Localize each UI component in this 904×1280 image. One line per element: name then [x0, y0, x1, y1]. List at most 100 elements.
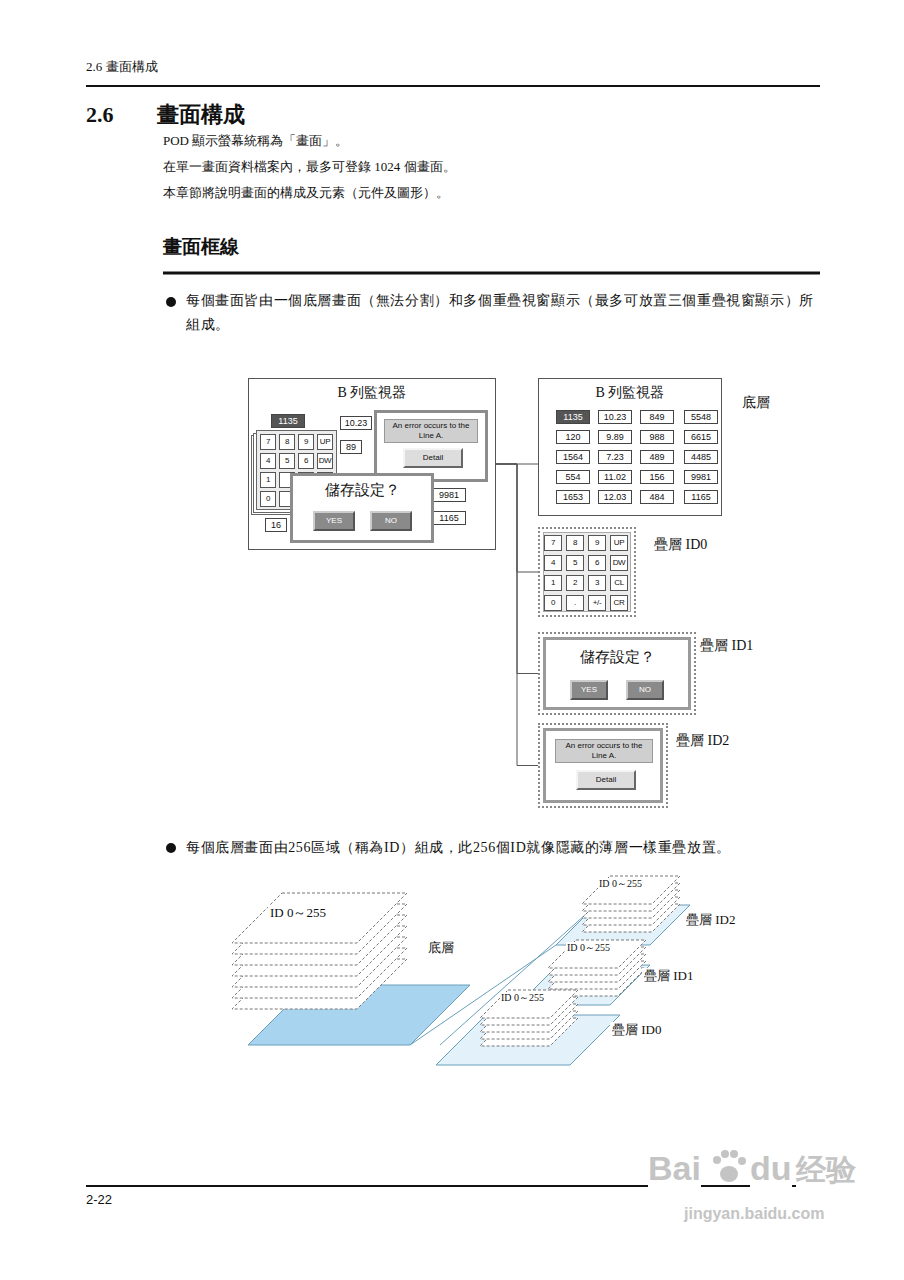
table-cell: 7.23 — [598, 450, 632, 464]
message-text: An error occurs to the Line A. — [384, 419, 478, 443]
error-overlay: An error occurs to the Line A.疊層 ID2Deta… — [538, 723, 668, 808]
layer-label: 疊層 ID1 — [700, 638, 753, 655]
table-cell: 5548 — [684, 410, 718, 424]
table-cell: 484 — [640, 490, 674, 504]
layer-label: 疊層 ID2 — [676, 733, 729, 750]
layer-range: ID 0～255 — [598, 878, 643, 890]
table-cell: 156 — [640, 470, 674, 484]
page-number: 2-22 — [86, 1192, 112, 1207]
yes-button: YES — [570, 680, 608, 700]
keypad-key: 5 — [566, 555, 584, 571]
dialog-overlay: 儲存設定？疊層 ID1YESNO — [538, 632, 696, 715]
bullet-text: 每個畫面皆由一個底層畫面（無法分割）和多個重疊視窗顯示（最多可放置三個重疊視窗顯… — [186, 289, 826, 337]
keypad-key: 9 — [588, 535, 606, 551]
save-dialog: 儲存設定？ YES NO — [290, 473, 434, 543]
page-title: 2.6 畫面構成 — [86, 102, 245, 128]
keypad-key: 5 — [279, 453, 295, 469]
table-cell: 6615 — [684, 430, 718, 444]
message-text: An error occurs to the Line A. — [555, 739, 653, 763]
box-title: 儲存設定？ — [293, 481, 431, 499]
button-label: YES — [315, 513, 353, 529]
keypad-key: 0 — [544, 595, 562, 611]
table-cell: 4485 — [684, 450, 718, 464]
keypad-key: 3 — [588, 575, 606, 591]
bullet — [166, 297, 176, 307]
layer-range: ID 0～255 — [268, 905, 328, 921]
overlay-planes — [436, 905, 690, 1065]
overlay-layer-stacks — [480, 876, 680, 1046]
keypad-key: UP — [317, 434, 333, 450]
layer-label: 疊層 ID1 — [642, 968, 695, 984]
error-window: An error occurs to the Line A. Detail — [374, 410, 488, 482]
table-cell: 1135 — [556, 410, 590, 424]
table-cell: 9.89 — [598, 430, 632, 444]
keypad-key: 9 — [298, 434, 314, 450]
keypad-key: 6 — [588, 555, 606, 571]
footer-rule — [86, 1185, 820, 1187]
table-cell: 9981 — [432, 488, 466, 502]
layer-label: 疊層 ID0 — [610, 1022, 663, 1038]
table-cell: 10.23 — [340, 416, 372, 430]
section-rule — [163, 272, 820, 275]
layer-range: ID 0～255 — [566, 942, 611, 954]
no-button: NO — [626, 680, 664, 700]
button-label: YES — [572, 682, 606, 698]
no-button: NO — [370, 511, 412, 531]
keypad-key: 1 — [260, 472, 276, 488]
keypad-key: 1 — [544, 575, 562, 591]
keypad-key: +/- — [588, 595, 606, 611]
watermark-paw — [713, 1150, 746, 1182]
button-label: NO — [372, 513, 410, 529]
keypad-key: UP — [610, 535, 628, 551]
table-cell: 1165 — [432, 511, 466, 525]
watermark: 经验 — [796, 1152, 856, 1188]
table-cell: 1165 — [684, 490, 718, 504]
table-cell: 9981 — [684, 470, 718, 484]
box-title: B 列監視器 — [539, 385, 721, 402]
watermark: jingyan.baidu.com — [684, 1204, 824, 1223]
yes-button: YES — [313, 511, 355, 531]
running-header: 2.6 畫面構成 — [86, 59, 158, 75]
keypad-key: DW — [610, 555, 628, 571]
box-title: B 列監視器 — [249, 385, 495, 402]
layer-label: 底層 — [742, 395, 770, 412]
table-cell: 10.23 — [598, 410, 632, 424]
screen-composite: 789UP456DW10B 列監視器An error occurs to the… — [248, 378, 496, 550]
bullet-text: 每個底層畫面由256區域（稱為ID）組成，此256個ID就像隱藏的薄層一樣重疊放… — [186, 836, 731, 860]
keypad-key: . — [566, 595, 584, 611]
layer-label: 底層 — [426, 940, 456, 956]
table-cell: 1135 — [271, 414, 305, 428]
detail-button: Detail — [576, 770, 636, 790]
keypad-key: 7 — [260, 434, 276, 450]
paragraph: 在單一畫面資料檔案內，最多可登錄 1024 個畫面。 — [163, 159, 456, 175]
keypad-key: 4 — [544, 555, 562, 571]
tree-connector — [496, 464, 538, 766]
keypad-key: 7 — [544, 535, 562, 551]
inner-frame — [543, 637, 691, 710]
table-cell: 89 — [340, 440, 362, 454]
header-rule — [86, 85, 820, 87]
table-cell: 849 — [640, 410, 674, 424]
keypad-key: 4 — [260, 453, 276, 469]
paragraph: 本章節將說明畫面的構成及元素（元件及圖形）。 — [163, 185, 449, 201]
button-label: Detail — [405, 450, 461, 466]
watermark: Bai — [648, 1148, 701, 1189]
keypad-key: CL — [610, 575, 628, 591]
base-screen: B 列監視器底層113510.2384955481209.89988661515… — [538, 378, 722, 516]
keypad-key: 8 — [279, 434, 295, 450]
table-cell: 16 — [265, 518, 287, 532]
layer-label: 疊層 ID2 — [684, 912, 737, 928]
layer-range: ID 0～255 — [500, 992, 545, 1004]
table-cell: 12.03 — [598, 490, 632, 504]
button-label: NO — [628, 682, 662, 698]
section-heading: 畫面框線 — [163, 236, 239, 259]
paragraph: POD 顯示螢幕統稱為「畫面」。 — [163, 133, 348, 149]
bullet — [166, 843, 176, 853]
table-cell: 120 — [556, 430, 590, 444]
table-cell: 1564 — [556, 450, 590, 464]
table-cell: 489 — [640, 450, 674, 464]
button-label: Detail — [578, 772, 634, 788]
